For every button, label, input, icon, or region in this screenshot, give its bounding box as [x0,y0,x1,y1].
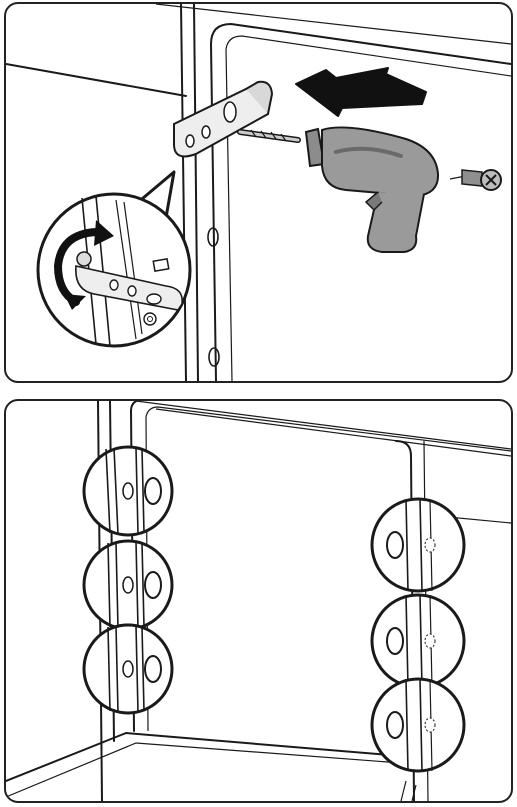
right-hole-callout [372,595,464,687]
frame-hole [209,348,219,366]
frame-inner-rail [146,407,511,451]
hole-positions-panel [4,399,513,803]
drill-icon [306,127,438,252]
frame-post-inner [194,4,198,381]
frame-top-rail [211,24,511,64]
right-hole-callout [372,499,464,591]
hole-positions-illustration [6,401,511,801]
frame-inner-rail [226,36,511,76]
frame-post-outer [181,4,186,381]
right-hole-callout [372,679,464,771]
left-hole-callout [84,625,172,713]
drilling-illustration [6,4,511,381]
wall-edge-line [6,64,186,96]
drill-bit [240,130,298,141]
arrow-left-icon [296,68,426,116]
ceiling-line [136,401,511,449]
left-hole-callout [84,541,172,629]
frame-rail-left [211,44,216,381]
left-hole-callout [84,447,172,535]
frame-top-inner [156,409,511,456]
drilling-illustration-panel [4,2,513,383]
mounting-bracket [174,82,272,157]
screw-icon [450,170,501,190]
floor-edge [6,733,401,781]
